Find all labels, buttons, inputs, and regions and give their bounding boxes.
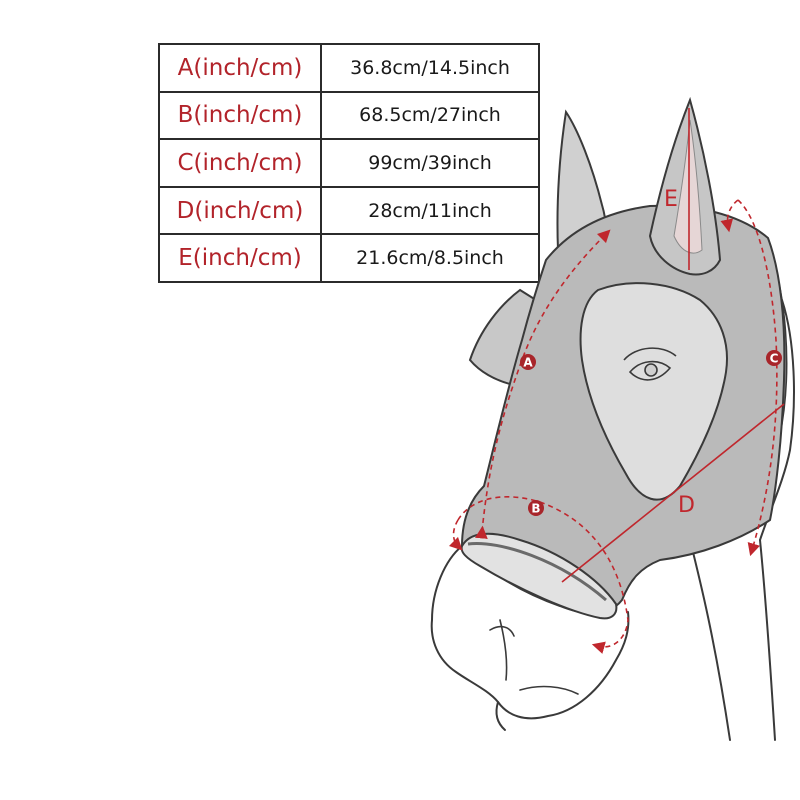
measurement-value: 36.8cm/14.5inch (320, 43, 540, 93)
table-row: C(inch/cm) 99cm/39inch (158, 138, 540, 188)
measure-line-c (737, 199, 778, 557)
measurement-label: A(inch/cm) (158, 43, 322, 93)
measure-badge-b-label: B (531, 502, 540, 516)
measure-line-b (457, 496, 629, 654)
nose-band (460, 532, 618, 620)
measure-line-c-start (720, 199, 739, 233)
measure-badge-a (520, 354, 536, 370)
measurement-label: E(inch/cm) (158, 233, 322, 283)
horse-eye-icon (623, 347, 677, 381)
measure-letter-e: E (664, 187, 678, 212)
measurement-label: D(inch/cm) (158, 185, 322, 236)
measure-line-b-start (448, 519, 463, 551)
measure-line-a (475, 229, 611, 539)
size-table: A(inch/cm) 36.8cm/14.5inch B(inch/cm) 68… (158, 43, 540, 283)
measure-letter-d: D (678, 493, 695, 518)
table-row: B(inch/cm) 68.5cm/27inch (158, 90, 540, 141)
measurement-value: 28cm/11inch (320, 185, 540, 236)
table-row: D(inch/cm) 28cm/11inch (158, 185, 540, 236)
measure-badge-c-label: C (770, 352, 779, 366)
measure-badge-c (766, 350, 782, 366)
measure-badge-b (528, 500, 544, 516)
measurement-label: B(inch/cm) (158, 90, 322, 141)
right-ear-inner (673, 119, 703, 254)
measurement-value: 99cm/39inch (320, 138, 540, 188)
nose-band-trim (467, 542, 607, 602)
measure-line-d (561, 403, 785, 583)
measurement-value: 68.5cm/27inch (320, 90, 540, 141)
measure-badge-a-label: A (523, 356, 533, 370)
measurement-label: C(inch/cm) (158, 138, 322, 188)
table-row: A(inch/cm) 36.8cm/14.5inch (158, 43, 540, 93)
